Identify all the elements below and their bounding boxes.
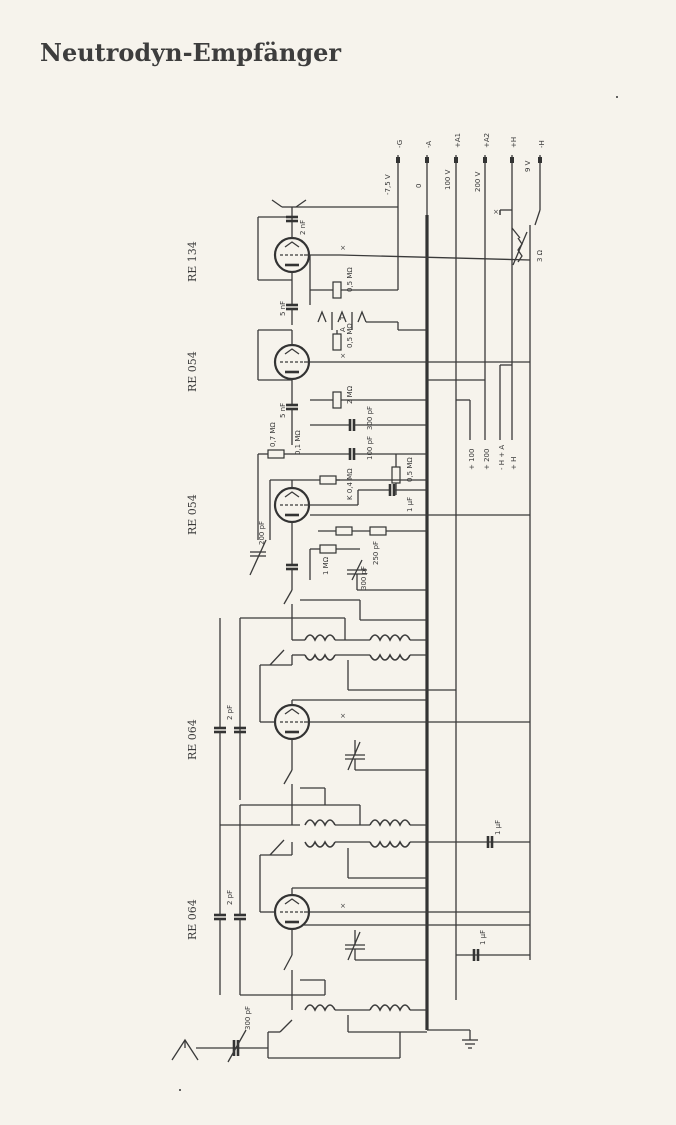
neutralizing-caps-2: 2 pF [214,805,325,996]
grid-resistor-1: 0,5 MΩ [309,255,398,305]
terminal-side-a1: 100 V [444,169,452,190]
c-1uf-b-label: 1 µF [494,820,502,835]
r-anode1-label: 2 MΩ [346,385,354,404]
terminal-label-a2: +A2 [483,133,491,148]
terminal-side-h: 9 V [524,160,532,172]
tube-label-2: RE 054 [186,351,199,392]
r-3-label: 3 Ω [536,249,544,262]
tube-label-group: RE 134 RE 054 RE 054 RE 064 RE 064 [186,241,199,940]
c-ant-label: 300 pF [244,1006,252,1030]
r-07-label: 0,7 MΩ [269,422,277,447]
transformer-block: T A [317,310,427,332]
transformer-label-a: A [339,327,347,332]
c-1uf-a-label: 1 µF [406,497,414,512]
rf-coils-1: 1 µF [220,787,530,879]
supply-label-h-a: - H + A [498,445,506,470]
terminal-labels: -G -A +A1 +A2 +H -H -7,5 V 0 100 V 200 V… [384,133,546,195]
tube-4: × [259,665,427,825]
output-jacks: 2 nF [257,199,398,290]
r-grid2-label: 0,5 MΩ [346,323,354,348]
supply-label-100: + 100 [468,449,476,470]
tube-5: × [259,855,530,1010]
supply-label-h: + H [510,457,518,470]
scan-marks [179,96,618,1091]
r-01-label: 0,1 MΩ [294,430,302,455]
cap-300pf: 300 pF [310,406,427,431]
filament-rheostat: 3 Ω × [493,208,544,266]
tube-3: K 0,4 MΩ 1 µF [269,468,530,540]
tube-label-4: RE 064 [186,719,199,760]
svg-text:×: × [340,352,346,360]
r-grid1-label: 0,5 MΩ [346,267,354,292]
c-2pf-a-label: 2 pF [226,705,234,720]
tube-label-5: RE 064 [186,899,199,940]
svg-text:×: × [340,244,346,252]
tube-label-1: RE 134 [186,241,199,282]
svg-text:×: × [340,902,346,910]
tuning-cap-3: 200 pF [249,520,298,640]
terminal-label-a1: +A1 [454,133,462,148]
c-1uf-c-label: 1 µF [479,930,487,945]
c-coupling2-label: 5 nF [279,403,287,418]
terminal-label-g: -G [396,140,404,148]
tuning-cap-5: 1 µF [345,930,530,961]
terminal-side-a2: 200 V [474,171,482,192]
tube-label-3: RE 054 [186,494,199,535]
r-250-label: 250 pF [372,541,380,565]
terminal-strip [396,155,542,215]
c-300pf-label: 300 pF [366,406,374,430]
svg-text:×: × [340,712,346,720]
rf-coils-2 [239,599,456,800]
transformer-label-t: T [339,315,347,321]
terminal-label-h-minus: -H [538,140,546,148]
antenna-stage [267,979,478,1059]
c-2pf-b-label: 2 pF [226,890,234,905]
c-300pf-b-label: 300 pF [360,566,368,590]
detector-network: 0,7 MΩ 0,1 MΩ 100 pF 0,5 MΩ [257,422,427,520]
antenna-input: 300 pF [171,1006,268,1063]
c-200pf-label: 200 pF [258,521,266,545]
c-coupling1-label: 5 nF [279,301,287,316]
anode-resistor-2: 2 MΩ [310,364,512,409]
coupling-cap-2: 5 nF [279,380,298,445]
tube-2: × [257,329,346,381]
neutralizing-caps-1: 2 pF [214,618,246,825]
coupling-cap-1: 5 nF [279,290,298,325]
terminal-label-h-plus: +H [510,137,518,148]
filament-wiring [339,254,531,913]
svg-text:×: × [493,208,499,216]
r-1m-label: 1 MΩ [322,556,330,575]
r-k-label: K 0,4 MΩ [346,468,354,500]
c-100pf-label: 100 pF [366,436,374,460]
page-title: Neutrodyn-Empfänger [40,38,342,67]
tuning-cap-4 [345,740,427,771]
terminal-label-a: -A [425,141,433,148]
supply-label-200: + 200 [483,449,491,470]
terminal-side-g: -7,5 V [384,174,392,195]
supply-label-group: + 100 + 200 - H + A + H [468,420,518,470]
grid-resistor-2: 0,5 MΩ [332,323,354,351]
supply-buses [397,209,541,1030]
regeneration-network: 1 MΩ 250 pF 300 pF [309,526,427,591]
r-05-label: 0,5 MΩ [406,457,414,482]
terminal-side-a: 0 [415,184,423,188]
c-out-label: 2 nF [299,220,307,235]
